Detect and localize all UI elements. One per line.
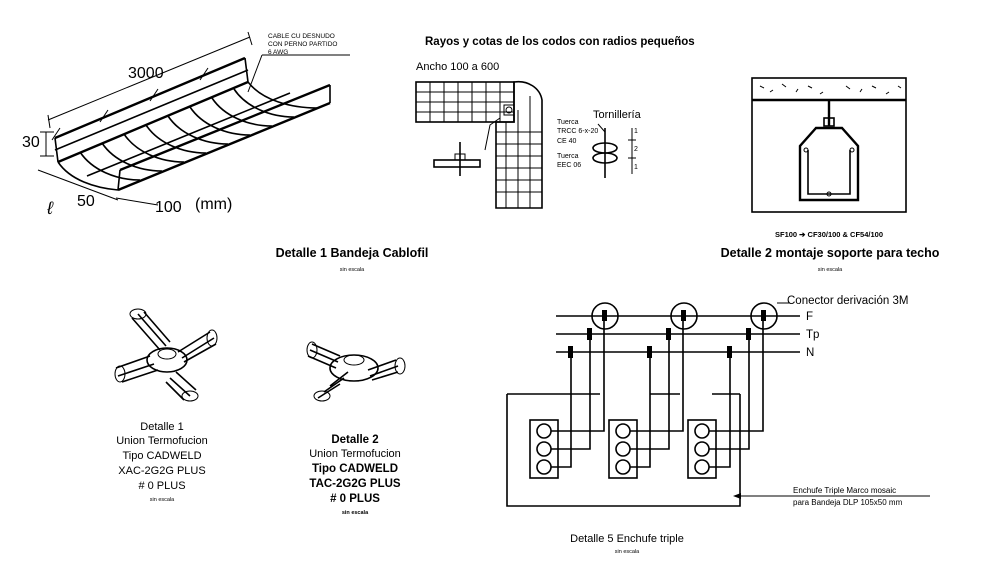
nut1-line-3: CE 40 <box>557 138 577 145</box>
weld2-line-2: Union Termofucion <box>309 448 401 460</box>
ceiling-mount-drawing <box>751 77 907 213</box>
earth-line-label: Tp <box>806 329 819 341</box>
connector-label: Conector derivación 3M <box>787 295 908 307</box>
tray-detail-scale: sin escala <box>340 267 365 273</box>
weld-t-detail: Detalle 2 Union Termofucion Tipo CADWELD… <box>306 341 406 516</box>
elbow-heading: Rayos y cotas de los codos con radios pe… <box>425 36 695 48</box>
ceiling-mount-detail: SF100 ➔ CF30/100 & CF54/100 Detalle 2 mo… <box>721 77 940 273</box>
nut1-line-2: TRCC 6-x-20 <box>557 128 598 135</box>
triple-outlet-drawing <box>506 302 930 507</box>
tray-depth-dimension: 50 <box>77 193 95 210</box>
nut2-line-2: EEC 06 <box>557 162 581 169</box>
cable-tray-detail: CABLE CU DESNUDO CON PERNO PARTIDO 6 AWG… <box>22 31 429 273</box>
tray-ell-symbol: ℓ <box>46 198 54 218</box>
tray-unit-label: (mm) <box>195 196 232 213</box>
weld2-line-5: # 0 PLUS <box>330 493 380 505</box>
weld1-line-5: # 0 PLUS <box>138 480 185 492</box>
weld-x-detail: Detalle 1 Union Termofucion Tipo CADWELD… <box>114 308 218 503</box>
weld1-scale: sin escala <box>150 497 175 503</box>
weld-x-drawing <box>114 308 218 402</box>
weld1-line-1: Detalle 1 <box>140 421 183 433</box>
hardware-label: Tornillería <box>593 109 642 121</box>
tray-width-dimension: 100 <box>155 199 182 216</box>
mount-models: SF100 ➔ CF30/100 & CF54/100 <box>775 230 883 239</box>
weld2-line-4: TAC-2G2G PLUS <box>309 478 400 490</box>
cable-tray-drawing <box>37 31 350 206</box>
cable-note-line-2: CON PERNO PARTIDO <box>268 41 337 48</box>
weld1-line-4: XAC-2G2G PLUS <box>118 465 205 477</box>
neutral-line-label: N <box>806 347 814 359</box>
weld-t-drawing <box>306 341 406 402</box>
mount-detail-scale: sin escala <box>818 267 843 273</box>
tray-detail-title: Detalle 1 Bandeja Cablofil <box>276 246 429 260</box>
nut1-line-1: Tuerca <box>557 119 579 126</box>
elbow-drawing <box>415 80 636 209</box>
mount-detail-title: Detalle 2 montaje soporte para techo <box>721 246 940 260</box>
cable-note-line-1: CABLE CU DESNUDO <box>268 33 335 40</box>
hardware-callout-1: 1 <box>634 128 638 135</box>
weld2-line-1: Detalle 2 <box>331 434 378 446</box>
tray-height-dimension: 30 <box>22 134 40 151</box>
outlet-note-line-1: Enchufe Triple Marco mosaic <box>793 486 896 495</box>
tray-length-dimension: 3000 <box>128 65 164 82</box>
weld2-line-3: Tipo CADWELD <box>312 463 398 475</box>
weld1-line-2: Union Termofucion <box>116 435 208 447</box>
weld1-line-3: Tipo CADWELD <box>122 450 201 462</box>
outlet-detail-title: Detalle 5 Enchufe triple <box>570 533 684 545</box>
hardware-callout-2: 2 <box>634 146 638 153</box>
triple-outlet-detail: Conector derivación 3M F Tp N Enchufe Tr… <box>506 295 930 555</box>
elbow-detail: Rayos y cotas de los codos con radios pe… <box>415 36 695 209</box>
phase-line-label: F <box>806 311 813 323</box>
weld2-scale: sin escala <box>342 510 369 516</box>
outlet-detail-scale: sin escala <box>615 549 640 555</box>
elbow-width-range: Ancho 100 a 600 <box>416 61 499 73</box>
hardware-callout-3: 1 <box>634 164 638 171</box>
cable-note-line-3: 6 AWG <box>268 49 288 56</box>
nut2-line-1: Tuerca <box>557 153 579 160</box>
outlet-note-line-2: para Bandeja DLP 105x50 mm <box>793 498 903 507</box>
